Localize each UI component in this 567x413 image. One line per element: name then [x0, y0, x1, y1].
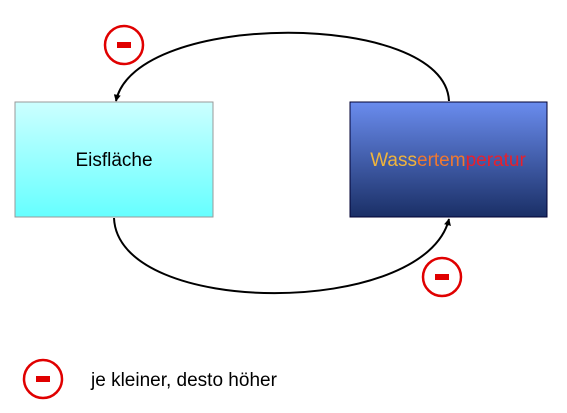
- node-eisflaeche: Eisfläche: [14, 101, 214, 218]
- node-eisflaeche-label: Eisfläche: [75, 150, 152, 171]
- minus-icon: [435, 274, 449, 280]
- label-segment-2: ertem: [417, 150, 466, 171]
- minus-icon: [36, 376, 50, 382]
- label-segment-3: peratur: [466, 150, 527, 171]
- node-wassertemperatur-label: Wassertemperatur: [370, 150, 526, 171]
- edge-top-arc: [113, 31, 450, 102]
- minus-icon: [117, 42, 131, 48]
- node-eisflaeche-box: [14, 101, 214, 218]
- polarity-marker-top: [103, 24, 145, 66]
- legend-text: je kleiner, desto höher: [90, 370, 278, 391]
- node-wassertemperatur-box: [349, 101, 548, 218]
- node-wassertemperatur: Wassertemperatur: [349, 101, 548, 218]
- legend: je kleiner, desto höher: [22, 358, 278, 400]
- label-segment-1: Wass: [370, 150, 417, 171]
- edge-bottom-arc: [113, 217, 451, 295]
- polarity-marker-bottom: [421, 256, 463, 298]
